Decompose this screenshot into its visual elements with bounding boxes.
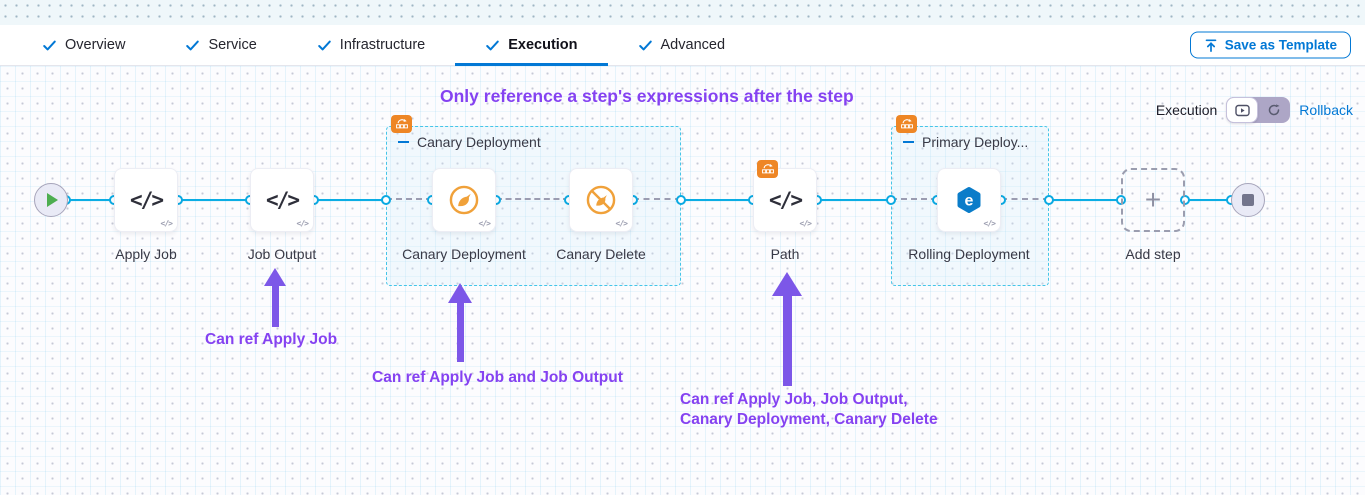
edge-dashed bbox=[633, 198, 681, 200]
check-icon bbox=[638, 40, 652, 50]
step-label-canary-delete: Canary Delete bbox=[556, 246, 646, 262]
group-header: Canary Deployment bbox=[398, 134, 541, 150]
add-step-button[interactable]: + bbox=[1121, 168, 1185, 232]
tab-execution[interactable]: Execution bbox=[455, 25, 608, 66]
canary-icon bbox=[449, 185, 479, 215]
plus-icon: + bbox=[1144, 184, 1162, 215]
tab-overview[interactable]: Overview bbox=[12, 25, 155, 65]
check-icon bbox=[43, 40, 56, 50]
save-as-template-label: Save as Template bbox=[1224, 37, 1337, 53]
group-header: Primary Deploy... bbox=[903, 134, 1028, 150]
edge bbox=[178, 199, 250, 201]
code-step-icon: </> bbox=[266, 188, 300, 212]
edge bbox=[314, 199, 386, 201]
edge-dashed bbox=[386, 198, 432, 200]
step-apply-job[interactable]: </> </> bbox=[114, 168, 178, 232]
tab-label: Overview bbox=[65, 37, 126, 53]
collapse-icon[interactable] bbox=[398, 141, 409, 143]
connector-dot bbox=[886, 195, 896, 205]
execution-mode-label: Execution bbox=[1155, 102, 1218, 118]
pipeline-start-node bbox=[34, 183, 68, 217]
stop-icon bbox=[1242, 194, 1254, 206]
tab-label: Infrastructure bbox=[339, 37, 426, 53]
code-corner-icon: </> bbox=[160, 219, 173, 228]
execution-icon bbox=[1235, 104, 1250, 116]
edge-dashed bbox=[496, 198, 569, 200]
tab-infrastructure[interactable]: Infrastructure bbox=[287, 25, 455, 65]
rolling-deployment-icon: e bbox=[957, 187, 981, 213]
play-icon bbox=[47, 193, 58, 207]
step-label-canary-deployment: Canary Deployment bbox=[402, 246, 526, 262]
rollout-badge-icon bbox=[896, 115, 917, 133]
code-corner-icon: </> bbox=[799, 219, 812, 228]
code-corner-icon: </> bbox=[478, 219, 491, 228]
page-top-strip bbox=[0, 0, 1365, 25]
code-step-icon: </> bbox=[130, 188, 164, 212]
pipeline-canvas[interactable]: Only reference a step's expressions afte… bbox=[0, 66, 1365, 495]
check-icon bbox=[317, 40, 331, 50]
edge bbox=[1185, 199, 1231, 201]
save-as-template-button[interactable]: Save as Template bbox=[1189, 31, 1351, 59]
collapse-icon[interactable] bbox=[903, 141, 914, 143]
annotation-arrow-job-output bbox=[264, 268, 286, 327]
annotation-heading: Only reference a step's expressions afte… bbox=[440, 86, 854, 106]
svg-text:e: e bbox=[965, 193, 974, 210]
canary-delete-icon bbox=[586, 185, 616, 215]
step-job-output[interactable]: </> </> bbox=[250, 168, 314, 232]
annotation-arrow-canary bbox=[448, 283, 472, 362]
code-corner-icon: </> bbox=[296, 219, 309, 228]
group-label: Canary Deployment bbox=[417, 134, 541, 150]
check-icon bbox=[186, 40, 200, 50]
annotation-ref-canary: Can ref Apply Job and Job Output bbox=[372, 369, 623, 386]
connector-dot bbox=[1044, 195, 1054, 205]
rollout-badge-icon bbox=[757, 160, 778, 178]
edge-dashed bbox=[1001, 198, 1049, 200]
step-path[interactable]: </> </> bbox=[753, 168, 817, 232]
execution-toggle-button[interactable] bbox=[1226, 97, 1259, 123]
edge bbox=[66, 199, 114, 201]
step-label-path: Path bbox=[770, 246, 800, 262]
step-canary-deployment[interactable]: </> bbox=[432, 168, 496, 232]
mode-switch-row: Execution Rollback bbox=[1156, 97, 1353, 123]
execution-rollback-toggle[interactable] bbox=[1226, 97, 1291, 123]
stage-tabbar: Overview Service Infrastructure Executio… bbox=[0, 25, 1365, 66]
edge bbox=[1049, 199, 1121, 201]
code-corner-icon: </> bbox=[983, 219, 996, 228]
code-corner-icon: </> bbox=[615, 219, 628, 228]
annotation-ref-job-output: Can ref Apply Job bbox=[205, 331, 338, 348]
tab-label: Execution bbox=[508, 37, 578, 53]
connector-dot bbox=[1180, 195, 1190, 205]
rollback-link[interactable]: Rollback bbox=[1299, 102, 1353, 118]
step-canary-delete[interactable]: </> bbox=[569, 168, 633, 232]
add-step-label: Add step bbox=[1125, 246, 1181, 262]
annotation-ref-path-line2: Canary Deployment, Canary Delete bbox=[680, 410, 938, 428]
annotation-ref-path: Can ref Apply Job, Job Output, Canary De… bbox=[680, 390, 938, 430]
edge-dashed bbox=[891, 198, 937, 200]
step-label-job-output: Job Output bbox=[247, 246, 317, 262]
step-label-apply-job: Apply Job bbox=[115, 246, 177, 262]
check-icon bbox=[486, 40, 500, 50]
annotation-arrow-path bbox=[772, 272, 802, 386]
rollout-badge-icon bbox=[391, 115, 412, 133]
tab-label: Advanced bbox=[660, 37, 726, 53]
tab-advanced[interactable]: Advanced bbox=[608, 25, 756, 65]
pipeline-end-node bbox=[1231, 183, 1265, 217]
edge bbox=[817, 199, 891, 201]
connector-dot bbox=[676, 195, 686, 205]
upload-template-icon bbox=[1205, 38, 1217, 52]
rollback-toggle-button[interactable] bbox=[1258, 97, 1290, 123]
step-label-rolling-deployment: Rolling Deployment bbox=[908, 246, 1030, 262]
tab-label: Service bbox=[208, 37, 257, 53]
edge bbox=[681, 199, 753, 201]
tab-service[interactable]: Service bbox=[155, 25, 286, 65]
code-step-icon: </> bbox=[769, 188, 803, 212]
step-rolling-deployment[interactable]: e </> bbox=[937, 168, 1001, 232]
annotation-ref-path-line1: Can ref Apply Job, Job Output, bbox=[680, 391, 908, 408]
rollback-icon bbox=[1269, 104, 1280, 116]
connector-dot bbox=[381, 195, 391, 205]
group-label: Primary Deploy... bbox=[922, 134, 1029, 150]
